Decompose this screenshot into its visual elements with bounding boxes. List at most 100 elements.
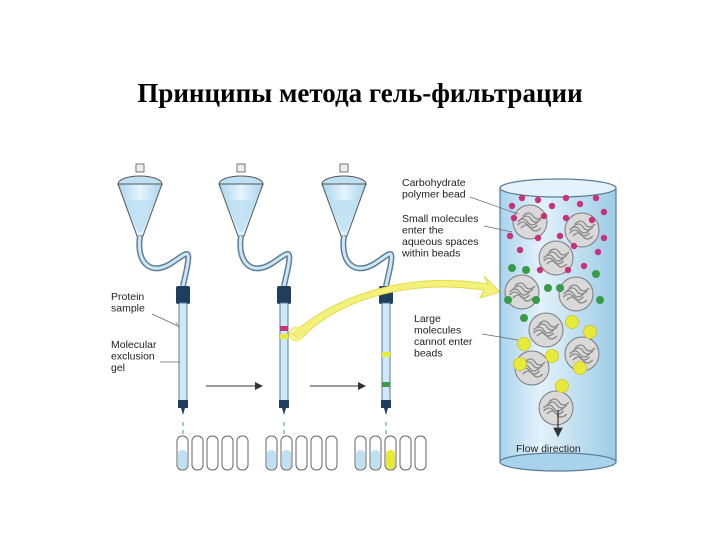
- pointer-tick: [175, 321, 180, 329]
- small-molecule: [516, 246, 524, 254]
- stopcock-icon: [339, 163, 349, 173]
- column-setup-3: [321, 163, 395, 434]
- label-protein-sample-line: Protein: [111, 291, 144, 303]
- collection-tube: [414, 435, 427, 471]
- drop: [182, 422, 184, 426]
- column-tube: [178, 302, 188, 402]
- collection-tube: [310, 435, 323, 471]
- bead-strand: [512, 285, 534, 293]
- label-gel-line: exclusion: [111, 351, 155, 363]
- funnel-liquid: [329, 200, 359, 232]
- label-carbohydrate-bead-line: Carbohydrate: [402, 177, 466, 189]
- small-molecule: [600, 234, 608, 242]
- bead-strand: [546, 401, 568, 409]
- bead-strand: [566, 296, 588, 304]
- bead-strand: [548, 248, 570, 256]
- funnel-liquid: [226, 200, 256, 232]
- bead-strand: [572, 232, 594, 240]
- label-small-molecules-line: enter the: [402, 225, 444, 237]
- bead-strand: [509, 288, 531, 296]
- drop: [385, 430, 387, 434]
- bead-strand: [514, 282, 536, 290]
- column-bottom-fitting: [381, 400, 391, 408]
- leader-line: [483, 225, 513, 233]
- tubing: [237, 235, 293, 287]
- green-molecule: [508, 264, 516, 272]
- outlet-tip: [282, 408, 286, 415]
- green-molecule: [596, 296, 604, 304]
- large-molecule: [555, 379, 569, 393]
- sample-band: [382, 352, 390, 357]
- drop: [182, 430, 184, 434]
- bead-strand: [524, 358, 546, 366]
- bead-strand: [572, 356, 594, 364]
- tubing-inner: [238, 235, 291, 287]
- bead-strand: [512, 294, 534, 302]
- drop: [283, 430, 285, 434]
- bead-strand: [522, 370, 544, 378]
- small-molecule: [508, 202, 516, 210]
- tubing-inner: [137, 235, 190, 287]
- tube-fraction: [371, 450, 380, 469]
- collection-tube: [295, 435, 308, 471]
- bead-strand: [522, 212, 544, 220]
- polymer-bead: [558, 276, 594, 312]
- tube-fraction: [356, 450, 365, 469]
- small-molecule: [536, 266, 544, 274]
- column-bottom-fitting: [279, 400, 289, 408]
- bead-strand: [536, 332, 558, 340]
- label-flow-direction: Flow direction: [516, 443, 581, 455]
- column-top-ellipse: [499, 178, 617, 198]
- label-gel-line: Molecular: [111, 339, 157, 351]
- drop: [385, 422, 387, 426]
- label-gel-line: gel: [111, 362, 125, 374]
- tubing: [340, 235, 395, 287]
- bead-strand: [574, 344, 596, 352]
- bead-strand: [538, 320, 560, 328]
- large-molecule: [517, 337, 531, 351]
- label-large-molecules-line: cannot enter: [414, 336, 473, 348]
- label-large-molecules-line: molecules: [414, 325, 461, 337]
- outlet-tip: [384, 408, 388, 415]
- small-molecule: [562, 194, 570, 202]
- magnify-arrow: [291, 275, 501, 341]
- bead-strand: [517, 218, 539, 226]
- green-molecule: [522, 266, 530, 274]
- polymer-bead: [538, 240, 574, 276]
- collection-tube: [236, 435, 249, 471]
- funnel-liquid: [125, 200, 155, 232]
- sample-band: [280, 334, 288, 339]
- outlet-tip: [181, 408, 185, 415]
- slide-title: Принципы метода гель-фильтрации: [137, 78, 583, 108]
- polymer-bead: [512, 204, 548, 240]
- large-molecule: [545, 349, 559, 363]
- small-molecule: [592, 194, 600, 202]
- small-molecule: [562, 214, 570, 222]
- bead-strand: [569, 226, 591, 234]
- label-small-molecules-line: aqueous spaces: [402, 236, 478, 248]
- small-molecule: [594, 248, 602, 256]
- magnify-origin-ring: [288, 326, 304, 342]
- large-molecule: [573, 361, 587, 375]
- bead-strand: [546, 260, 568, 268]
- green-molecule: [504, 296, 512, 304]
- polymer-bead: [538, 390, 574, 426]
- tube-fraction: [282, 450, 291, 469]
- leader-line: [151, 313, 179, 327]
- bead-strand: [572, 223, 594, 231]
- bead-strand: [563, 290, 585, 298]
- green-molecule: [532, 296, 540, 304]
- small-molecule: [580, 262, 588, 270]
- large-molecule: [513, 357, 527, 371]
- bead-strand: [536, 323, 558, 331]
- small-molecule: [510, 214, 518, 222]
- tube-fraction: [267, 450, 276, 469]
- small-molecule: [540, 212, 548, 220]
- bead-strand: [546, 251, 568, 259]
- bead-strand: [566, 287, 588, 295]
- small-molecule: [564, 266, 572, 274]
